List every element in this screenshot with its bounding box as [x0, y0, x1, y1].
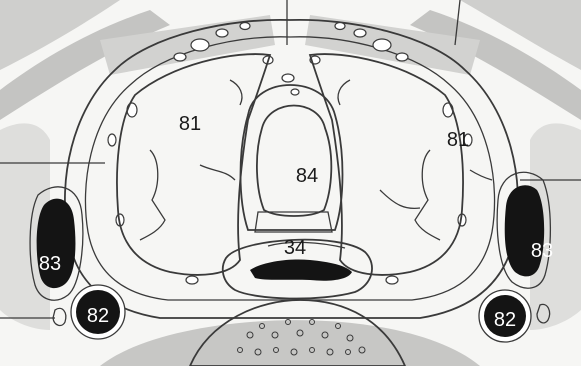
label-left-upper-vessel: 83 [39, 253, 61, 275]
label-right-upper-vessel: 83 [531, 240, 553, 262]
left-gland-lobe [117, 54, 270, 275]
label-left-lower-vessel: 82 [87, 305, 109, 327]
fissure-lines [140, 80, 492, 240]
lumen-cavity [257, 106, 331, 217]
right-upper-vessel [505, 185, 544, 276]
label-right-gland: 81 [447, 129, 469, 151]
left-small-vessel [53, 308, 66, 325]
label-right-lower-vessel: 82 [494, 309, 516, 331]
label-left-gland: 81 [179, 113, 201, 135]
tube-base [255, 212, 332, 232]
label-lumen: 84 [296, 165, 318, 187]
posterior-line [268, 242, 345, 248]
label-posterior: 34 [284, 237, 306, 259]
posterior-dark-fill [250, 259, 352, 280]
